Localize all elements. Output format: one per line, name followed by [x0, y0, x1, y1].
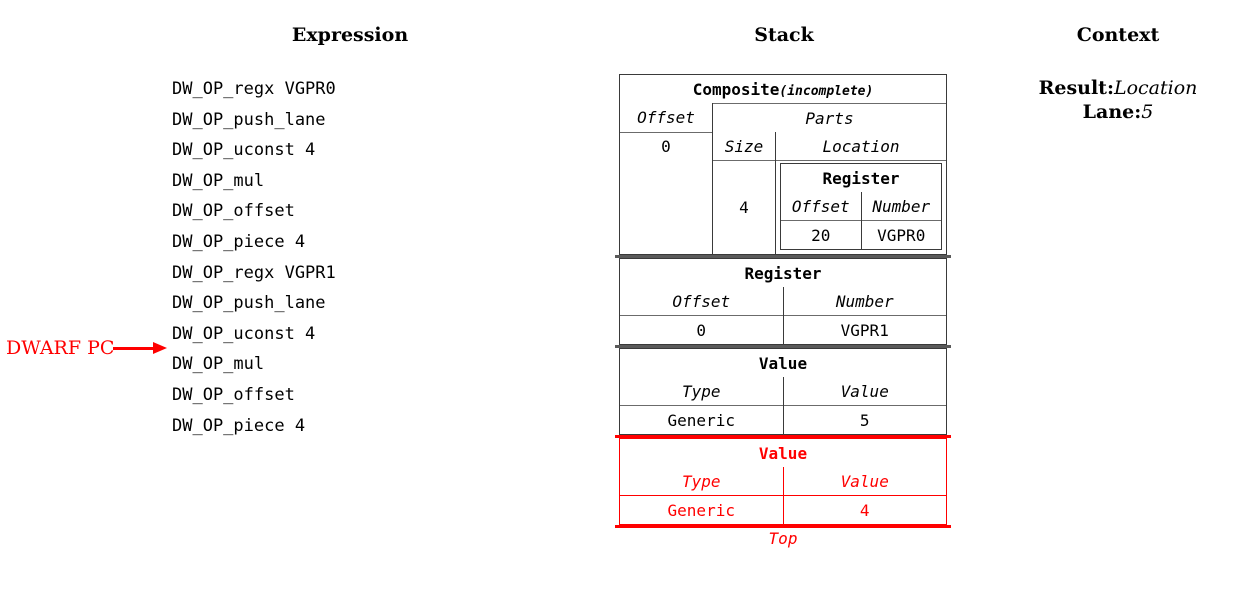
context-key-lane: Lane:: [1082, 101, 1142, 123]
context-column-heading: Context: [1076, 24, 1160, 46]
dwarf-pc-label: DWARF PC: [6, 336, 115, 359]
nested-register-header-number: Number: [872, 196, 931, 216]
stack-top-label: Top: [768, 529, 798, 548]
expression-line: DW_OP_regx VGPR0: [172, 79, 336, 99]
value-header-type: Type: [620, 377, 784, 406]
expression-line: DW_OP_mul: [172, 170, 265, 191]
register-box: Register Offset Number 0 VGPR1: [619, 258, 947, 345]
expression-line: DW_OP_push_lane: [172, 293, 326, 314]
value-box: Value Type Value Generic 5: [619, 348, 947, 435]
composite-header-parts: Parts: [712, 103, 946, 132]
register-header-offset: Offset: [620, 287, 784, 316]
expression-column-heading: Expression: [291, 24, 409, 46]
expression-list: DW_OP_regx VGPR0 DW_OP_push_lane DW_OP_u…: [172, 74, 336, 441]
value-title: Value: [758, 353, 808, 373]
stack-entry-separator-highlighted: [615, 435, 951, 438]
stack-entry-separator: [615, 255, 951, 258]
value-type-value: Generic: [620, 405, 784, 434]
expression-line: DW_OP_uconst 4: [172, 140, 316, 161]
stack-entry-value-top: Value Type Value Generic 4: [615, 438, 951, 528]
stack-top-separator: [615, 525, 951, 528]
value-value-value-highlighted: 4: [783, 495, 946, 524]
expression-line: DW_OP_uconst 4: [172, 323, 316, 344]
context-body: Result:Location Lane:5: [1018, 76, 1218, 124]
part-header-size: Size: [712, 132, 776, 161]
register-number-value: VGPR1: [783, 315, 946, 344]
value-header-value: Value: [840, 381, 889, 401]
composite-box: Composite(incomplete) Offset Parts 0 Siz…: [619, 74, 947, 255]
expression-line: DW_OP_regx VGPR1: [172, 262, 336, 283]
nested-register-number-value: VGPR0: [861, 220, 941, 249]
register-title: Register: [744, 263, 822, 283]
context-value-result: Location: [1113, 77, 1198, 99]
value-type-value-highlighted: Generic: [620, 495, 784, 524]
value-title-highlighted: Value: [758, 443, 808, 463]
context-row-result: Result:Location: [1018, 76, 1218, 100]
value-header-value-highlighted: Value: [840, 471, 889, 491]
composite-offset-value: 0: [620, 131, 713, 254]
expression-line: DW_OP_piece 4: [172, 415, 306, 436]
composite-title: Composite(incomplete): [692, 79, 874, 99]
arrow-right-icon: [113, 342, 170, 354]
value-value-value: 5: [783, 405, 946, 434]
nested-register-offset-value: 20: [781, 220, 862, 249]
stack-list: Composite(incomplete) Offset Parts 0 Siz…: [615, 74, 951, 528]
context-value-lane: 5: [1141, 101, 1154, 123]
value-box-highlighted: Value Type Value Generic 4: [619, 438, 947, 525]
nested-register-box: Register Offset Number 20 VGPR0: [780, 163, 942, 250]
context-row-lane: Lane:5: [1018, 100, 1218, 124]
stack-entry-separator: [615, 345, 951, 348]
expression-line: DW_OP_piece 4: [172, 231, 306, 252]
composite-header-offset: Offset: [620, 103, 713, 132]
dwarf-pc-marker: DWARF PC: [6, 336, 170, 360]
stack-entry-register: Register Offset Number 0 VGPR1: [615, 258, 951, 348]
expression-line: DW_OP_push_lane: [172, 109, 326, 130]
stack-entry-composite: Composite(incomplete) Offset Parts 0 Siz…: [615, 74, 951, 258]
nested-register-title: Register: [822, 168, 900, 188]
expression-line: DW_OP_mul: [172, 354, 265, 375]
part-location-cell: Register Offset Number 20 VGPR0: [775, 160, 946, 254]
nested-register-header-offset: Offset: [781, 192, 862, 221]
register-header-number: Number: [835, 291, 894, 311]
expression-line: DW_OP_offset: [172, 384, 295, 405]
expression-line: DW_OP_offset: [172, 201, 295, 222]
part-size-value: 4: [712, 160, 776, 254]
register-offset-value: 0: [620, 315, 784, 344]
value-header-type-highlighted: Type: [620, 467, 784, 496]
stack-column-heading: Stack: [754, 24, 814, 46]
part-header-location: Location: [822, 136, 900, 156]
stack-entry-value: Value Type Value Generic 5: [615, 348, 951, 438]
context-key-result: Result:: [1038, 77, 1114, 99]
